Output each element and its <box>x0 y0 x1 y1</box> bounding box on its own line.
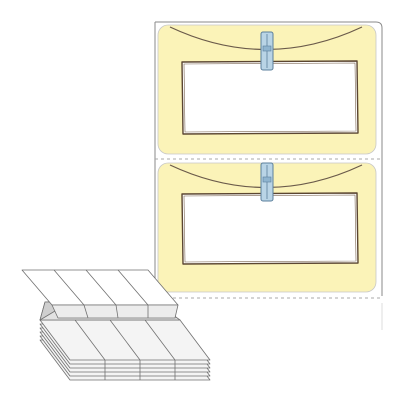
label-bottom-frame-sketch <box>183 194 357 263</box>
fanfold-top-dividers <box>53 269 149 306</box>
clothespin-icon <box>260 31 274 71</box>
fanfold-second-dividers <box>83 304 149 319</box>
clothespin-icon <box>260 162 274 202</box>
label-top <box>157 24 377 155</box>
fanfold-stack-layers <box>39 319 211 381</box>
fanfold-stack-dividers <box>74 319 176 380</box>
label-top-frame-sketch <box>183 62 357 133</box>
label-bottom-frame <box>181 192 359 265</box>
label-bottom <box>157 162 377 293</box>
fanfold-stack-icon <box>21 269 211 381</box>
label-top-frame <box>181 60 359 135</box>
fanfold-second-panel <box>51 304 179 319</box>
liner-reflection <box>154 303 383 330</box>
